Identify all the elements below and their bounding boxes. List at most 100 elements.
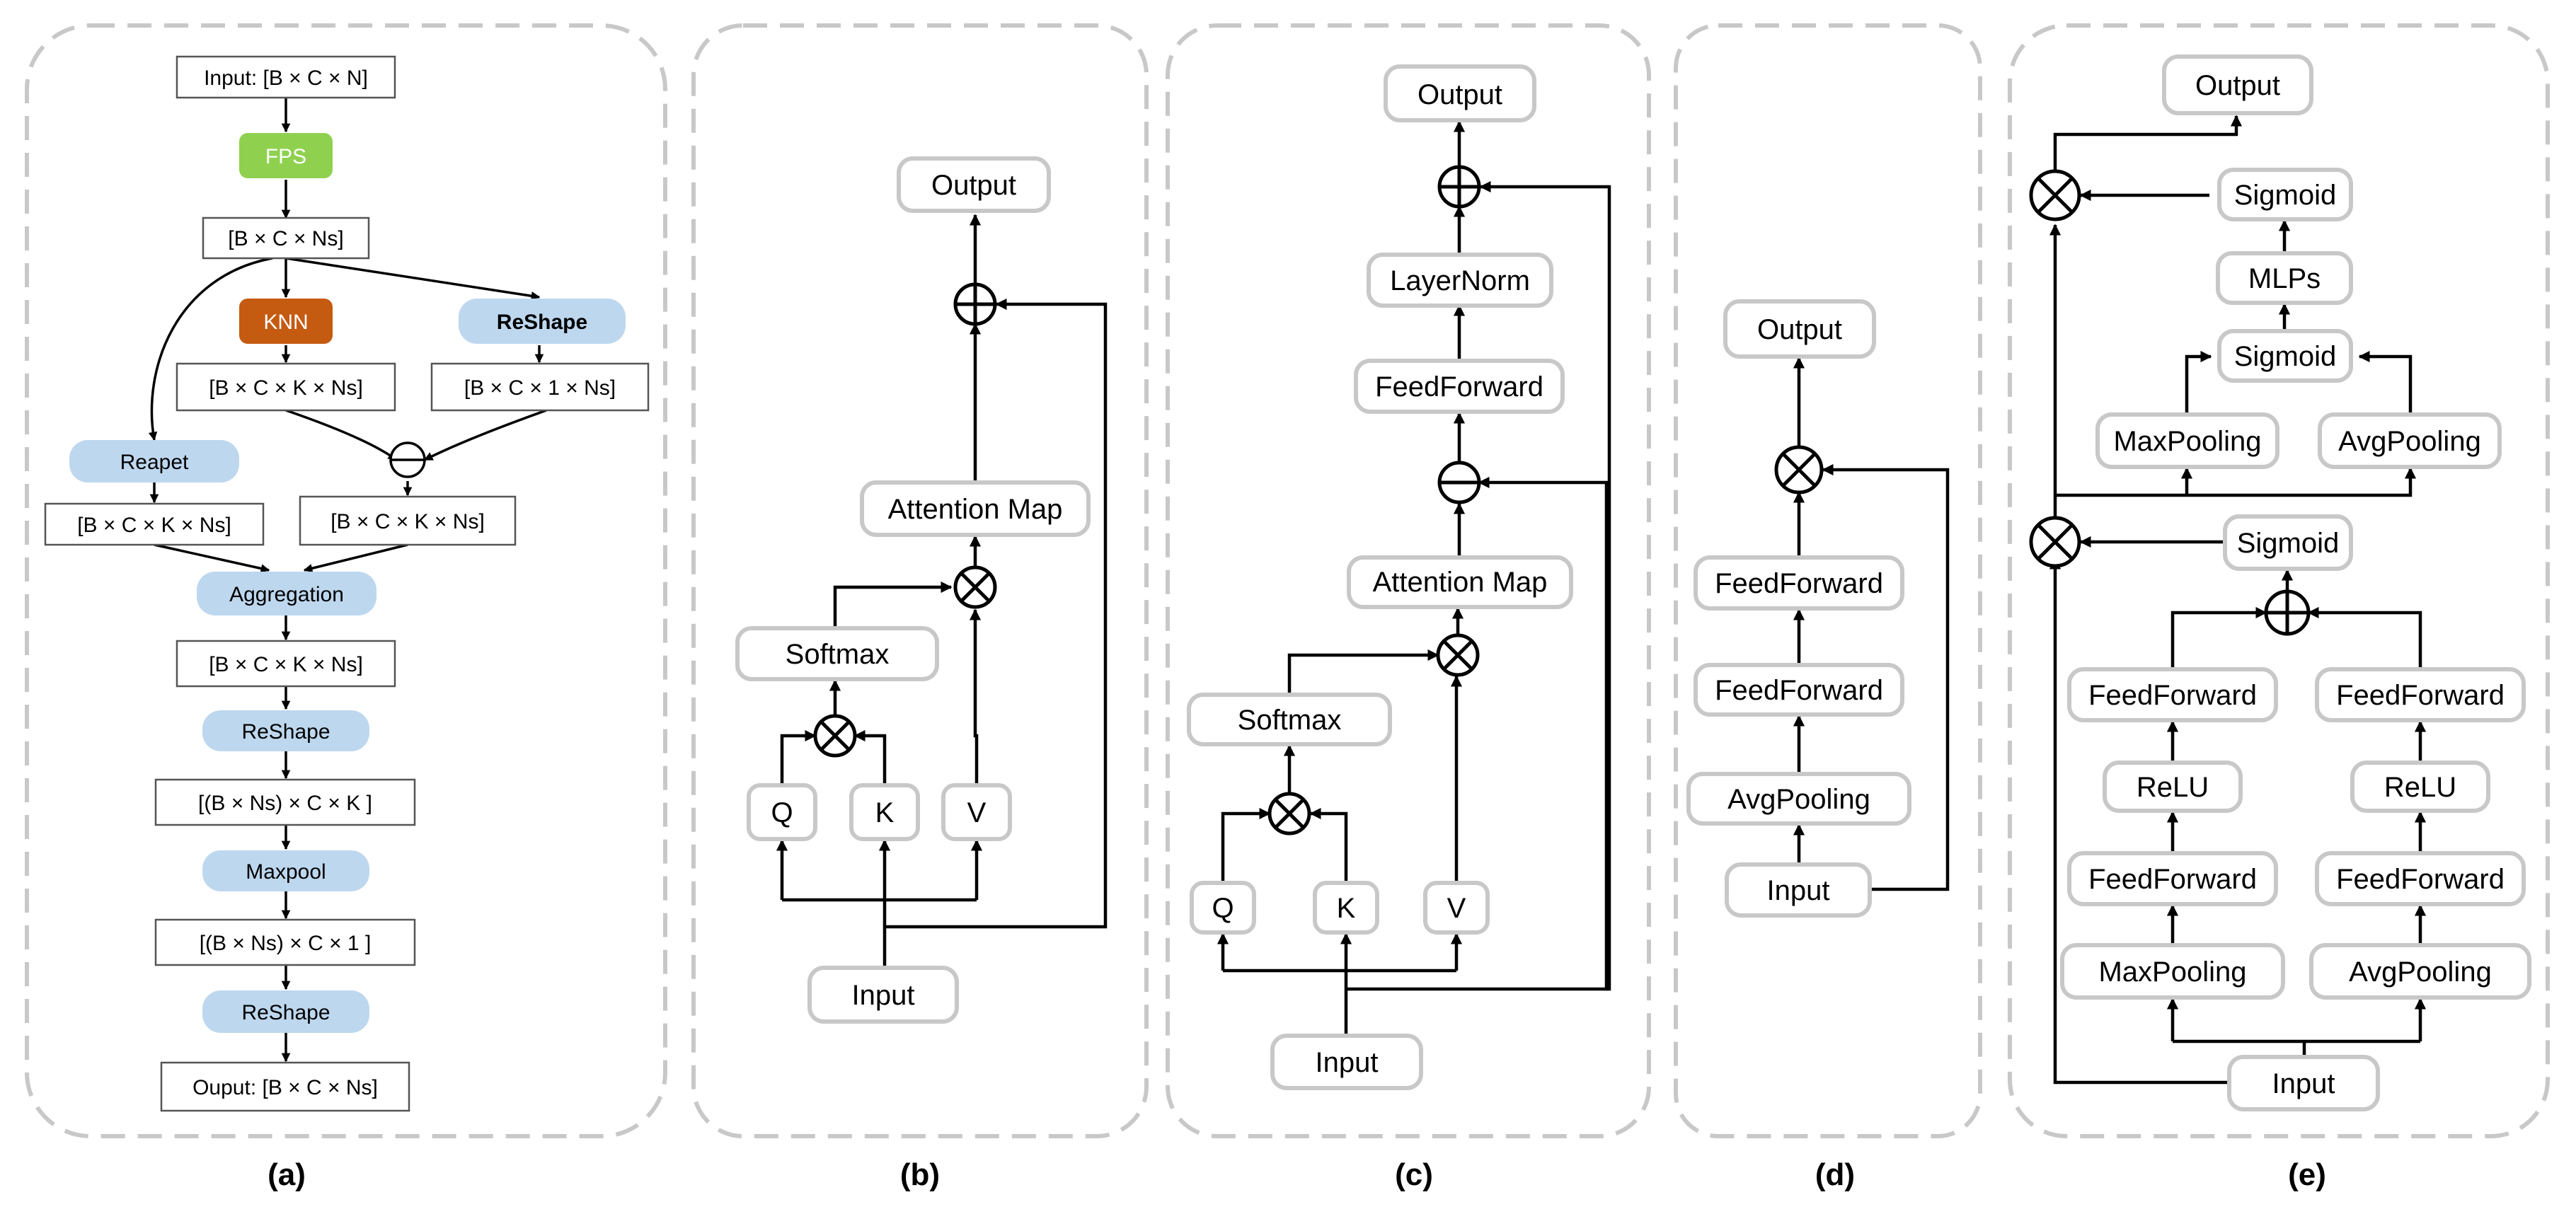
e-add-operator (2264, 589, 2311, 636)
d-feedforward1-label: FeedForward (1715, 568, 1883, 599)
b-k-label: K (875, 797, 895, 828)
b-softmax-label: Softmax (786, 639, 890, 670)
a-maxpool-label: Maxpool (246, 860, 326, 884)
e-avgpooling-top-node (2318, 412, 2502, 469)
a-subtract-operator (389, 441, 426, 478)
panel-b-connectors (776, 214, 1108, 968)
c-feedforward-node (1354, 359, 1565, 414)
e-ff-right-top-node (2315, 667, 2526, 722)
a-input-label: Input: [B × C × N] (204, 67, 368, 90)
e-mlps-label: MLPs (2248, 263, 2321, 294)
a-reshape1-label: ReShape (497, 311, 587, 334)
a-agg-out-box (176, 640, 396, 688)
e-mlps-node (2216, 251, 2353, 305)
a-repeat-node (69, 440, 239, 482)
a-aggregation-label: Aggregation (229, 583, 344, 606)
b-attention-map-label: Attention Map (888, 494, 1063, 525)
e-sigmoid-mid-node (2217, 329, 2353, 383)
a-knn-out-label: [B × C × K × Ns] (209, 376, 363, 400)
e-ff-left-bottom-label: FeedForward (2088, 864, 2257, 895)
panel-e: Output Sigmoid MLPs Sigmoid MaxPooling A… (2029, 54, 2531, 1111)
e-maxpooling-bottom-node (2060, 943, 2285, 1000)
e-maxpooling-bottom-label: MaxPooling (2098, 956, 2246, 988)
c-q-label: Q (1212, 893, 1234, 924)
d-input-label: Input (1767, 875, 1830, 906)
e-relu-right-node (2350, 761, 2490, 813)
a-knn-node (239, 299, 333, 344)
e-ff-left-top-node (2067, 667, 2278, 722)
caption-e: (e) (2288, 1157, 2326, 1192)
c-input-label: Input (1316, 1047, 1379, 1078)
e-avgpooling-top-label: AvgPooling (2338, 426, 2481, 457)
a-reshape3-label: ReShape (241, 1001, 330, 1024)
a-maxpool-out-box (154, 918, 416, 966)
d-feedforward2-label: FeedForward (1715, 675, 1883, 706)
d-output-node (1723, 299, 1876, 359)
a-fps-label: FPS (265, 145, 306, 168)
c-attention-map-label: Attention Map (1373, 567, 1548, 598)
e-avgpooling-bottom-label: AvgPooling (2349, 956, 2492, 988)
d-avgpooling-label: AvgPooling (1727, 784, 1870, 815)
b-attention-map-node (860, 480, 1091, 537)
d-feedforward1-node (1694, 555, 1904, 611)
c-layernorm-label: LayerNorm (1390, 265, 1530, 296)
d-feedforward2-node (1694, 663, 1904, 717)
d-output-label: Output (1757, 314, 1842, 345)
caption-c: (c) (1395, 1157, 1433, 1192)
e-ff-left-bottom-node (2067, 851, 2278, 906)
d-input-node (1725, 862, 1872, 918)
e-relu-right-label: ReLU (2384, 772, 2456, 803)
a-reshape1-node (459, 299, 626, 344)
c-feedforward-label: FeedForward (1375, 371, 1543, 403)
a-reshape-out-box (430, 362, 650, 412)
a-reshape-out-label: [B × C × 1 × Ns] (464, 376, 616, 400)
e-input-label: Input (2272, 1068, 2335, 1099)
c-input-node (1270, 1034, 1423, 1090)
b-softmax-node (735, 626, 939, 681)
panel-e-border (2008, 23, 2550, 1138)
e-input-node (2227, 1055, 2380, 1111)
d-multiply-operator (1774, 445, 1824, 495)
panel-a-connectors (148, 98, 547, 1063)
c-k-label: K (1337, 893, 1356, 924)
a-reshape2-node (202, 710, 369, 751)
e-avgpooling-bottom-node (2309, 943, 2531, 1000)
e-output-node (2162, 54, 2313, 115)
a-bcns-box (202, 216, 370, 260)
e-maxpooling-top-node (2095, 412, 2279, 469)
panel-d-connectors (1793, 357, 1950, 891)
a-repeat-label: Reapet (120, 451, 189, 474)
c-softmax-label: Softmax (1238, 705, 1342, 736)
e-sigmoid-mid-label: Sigmoid (2234, 341, 2337, 372)
b-add-operator (953, 282, 997, 326)
a-repeat-out-label: [B × C × K × Ns] (77, 514, 231, 537)
e-sigmoid-top-node (2217, 168, 2353, 221)
a-knn-out-box (176, 362, 396, 412)
c-output-node (1384, 64, 1536, 122)
caption-d: (d) (1815, 1157, 1855, 1192)
panel-d-border (1674, 23, 1982, 1138)
e-output-label: Output (2195, 70, 2280, 101)
e-ff-right-top-label: FeedForward (2336, 680, 2505, 711)
e-sigmoid-low-node (2223, 514, 2353, 571)
c-v-node (1423, 881, 1490, 935)
c-v-label: V (1447, 893, 1466, 924)
d-avgpooling-node (1686, 772, 1911, 826)
c-q-node (1190, 881, 1256, 935)
caption-a: (a) (268, 1157, 306, 1192)
c-layernorm-node (1367, 253, 1553, 308)
a-reshape2-out-box (154, 778, 416, 826)
panel-a-border (25, 23, 667, 1138)
e-relu-left-node (2103, 761, 2243, 813)
a-input-box (176, 55, 396, 99)
b-v-node (941, 783, 1012, 841)
a-bcns-label: [B × C × Ns] (228, 227, 343, 250)
a-reshape2-label: ReShape (241, 720, 330, 744)
c-attention-multiply-operator (1436, 633, 1480, 677)
a-output-label: Ouput: [B × C × Ns] (192, 1076, 378, 1099)
b-v-label: V (967, 797, 987, 828)
a-reshape3-node (202, 990, 369, 1033)
panel-a: Input: [B × C × N] FPS [B × C × Ns] KNN … (44, 55, 650, 1112)
b-input-node (807, 966, 959, 1024)
